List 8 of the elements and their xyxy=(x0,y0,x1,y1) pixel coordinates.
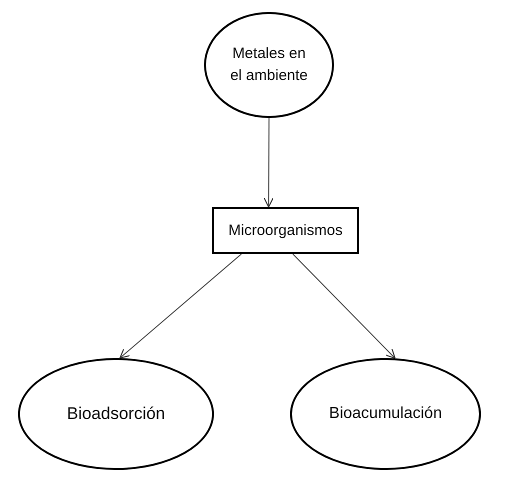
process-box xyxy=(212,207,359,254)
node-label: Bioacumulación xyxy=(329,404,442,424)
node-label: Bioadsorción xyxy=(66,402,166,425)
arrow xyxy=(264,118,274,208)
node-label: Metales en el ambiente xyxy=(229,44,309,86)
arrow xyxy=(119,254,242,359)
node-label: Microorganismos xyxy=(228,220,343,241)
arrow xyxy=(292,254,396,359)
